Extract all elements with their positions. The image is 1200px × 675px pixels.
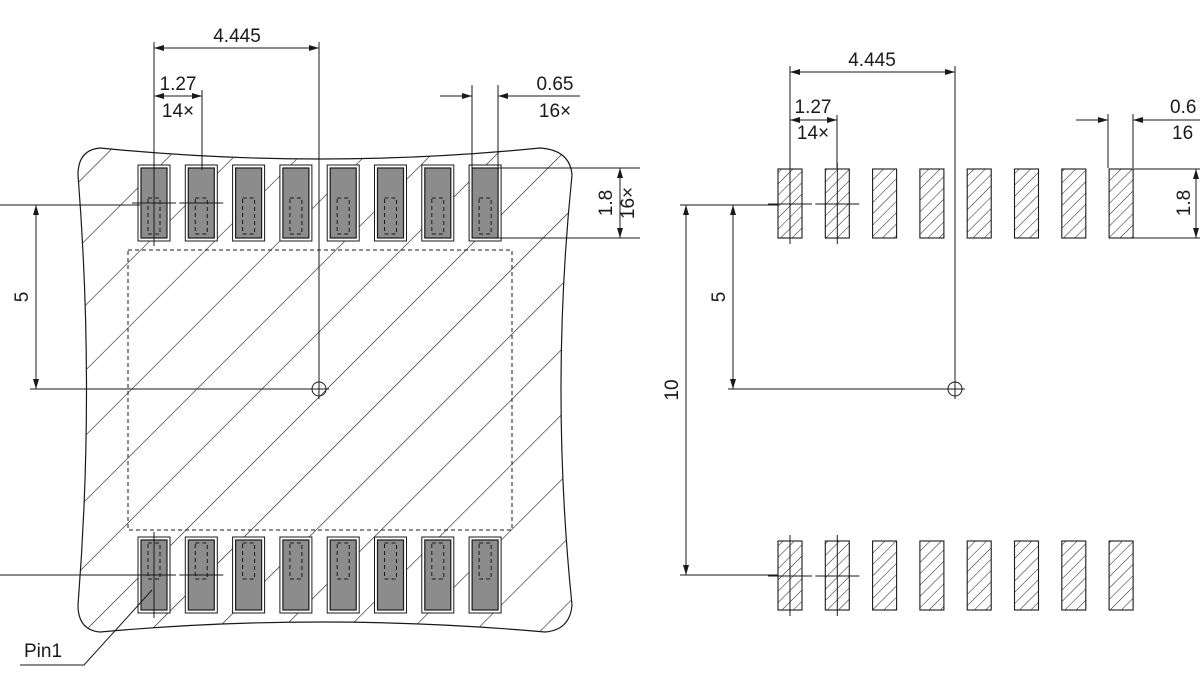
pad: [179, 164, 224, 242]
pad: [179, 536, 224, 614]
keepout-area: [77, 147, 573, 633]
dim-pad-width-count: 16×: [539, 101, 571, 122]
dim-row-offset: 5: [12, 292, 33, 303]
pad-land: [768, 163, 812, 244]
pad: [421, 164, 455, 242]
dim-pitch-count: 14×: [162, 101, 194, 122]
pad: [468, 164, 502, 242]
pad-land: [1108, 168, 1134, 239]
pad: [421, 536, 455, 614]
pad-land: [1061, 540, 1087, 611]
pad: [374, 164, 407, 242]
right-pad-row-bottom: [768, 535, 1134, 616]
left-pad-row-bottom: [132, 532, 502, 618]
pad-land: [919, 168, 945, 239]
pad-land: [872, 168, 898, 239]
pad: [279, 164, 313, 242]
pad: [374, 536, 407, 614]
pad: [232, 536, 266, 614]
pad-land: [815, 163, 860, 244]
dim-pad-width-right: 0.6: [1170, 97, 1196, 118]
dim-pitch-total-right: 4.445: [848, 50, 896, 71]
origin-marker: [309, 379, 329, 399]
dim-pad-width-count-right: 16: [1172, 123, 1193, 144]
dim-pitch-right: 1.27: [795, 97, 832, 118]
dim-pad-length: 1.8: [596, 190, 617, 216]
dim-pitch-total: 4.445: [213, 26, 261, 47]
pad: [232, 164, 266, 242]
left-view: 4.445 1.27 14× 0.65 16× 1.8 16× 5 Pin1: [0, 26, 640, 666]
pad: [326, 164, 360, 242]
pad-land: [919, 540, 945, 611]
pad-land: [966, 540, 992, 611]
dim-row-offset-right: 5: [709, 292, 730, 303]
pad-land: [872, 540, 898, 611]
pad: [132, 160, 176, 246]
dim-pad-width: 0.65: [537, 74, 574, 95]
pad-land: [1013, 168, 1040, 239]
dim-row-spacing: 10: [662, 379, 683, 400]
dim-pad-length-right: 1.8: [1174, 190, 1195, 216]
pad-land: [966, 168, 992, 239]
right-pad-row-top: [768, 163, 1134, 244]
pad-land: [768, 535, 812, 616]
pad-land: [1013, 540, 1040, 611]
left-pad-row-top: [132, 160, 502, 246]
pad-land: [1061, 168, 1087, 239]
dim-pitch: 1.27: [160, 74, 197, 95]
right-view: 4.445 1.27 14× 0.6 16 1.8 5 10: [662, 50, 1200, 616]
pad-land: [1108, 540, 1134, 611]
pad: [132, 532, 176, 618]
pad: [468, 536, 502, 614]
origin-marker-right: [945, 379, 965, 399]
dim-pad-length-count: 16×: [618, 187, 639, 219]
pad-land: [815, 535, 860, 616]
dim-pitch-count-right: 14×: [797, 123, 829, 144]
body-outline-dashed: [127, 249, 513, 531]
pad: [326, 536, 360, 614]
pad: [279, 536, 313, 614]
pin1-label: Pin1: [24, 641, 62, 662]
